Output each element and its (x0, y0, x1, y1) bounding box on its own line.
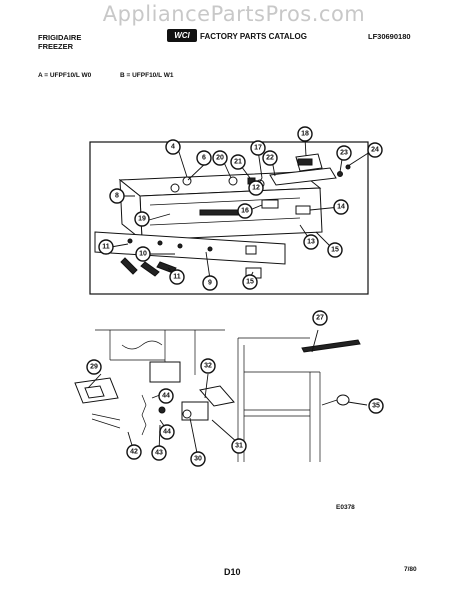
callout-30: 30 (190, 451, 206, 467)
model-a-label: A = UFPF10/L W0 (38, 72, 92, 79)
callout-16: 16 (237, 203, 253, 219)
svg-text:42: 42 (130, 449, 138, 456)
lower-left-assembly (74, 329, 235, 436)
part-14 (295, 205, 311, 215)
callout-35: 35 (368, 398, 384, 414)
figure-code: E0378 (336, 504, 355, 511)
svg-text:29: 29 (90, 364, 98, 371)
callout-15-bottom: 15 (242, 274, 258, 290)
callout-22: 22 (262, 150, 278, 166)
callout-4: 4 (165, 139, 181, 155)
callout-44-upper: 44 (158, 388, 174, 404)
callout-27: 27 (312, 310, 328, 326)
brand-line-2: FREEZER (38, 42, 74, 51)
callout-44-lower: 44 (159, 424, 175, 440)
svg-text:18: 18 (301, 131, 309, 138)
part-16 (261, 199, 279, 209)
svg-text:13: 13 (307, 239, 315, 246)
part-20 (228, 176, 238, 186)
leader-lines-top (110, 137, 374, 280)
model-b-label: B = UFPF10/L W1 (120, 72, 174, 79)
svg-text:8: 8 (115, 193, 119, 200)
svg-text:12: 12 (252, 185, 260, 192)
svg-text:16: 16 (241, 208, 249, 215)
callout-31: 31 (231, 438, 247, 454)
callout-11-bottom: 11 (169, 269, 185, 285)
svg-text:11: 11 (102, 244, 110, 251)
callout-17: 17 (250, 140, 266, 156)
svg-text:10: 10 (139, 251, 147, 258)
brand-line-1: FRIGIDAIRE (38, 33, 82, 42)
component-18 (269, 153, 351, 186)
callout-24: 24 (367, 142, 383, 158)
catalog-number: LF30690180 (368, 32, 411, 41)
svg-text:31: 31 (235, 443, 243, 450)
callout-23: 23 (336, 145, 352, 161)
part-35-knob (321, 394, 368, 406)
callout-11-left: 11 (98, 239, 114, 255)
callout-29: 29 (86, 359, 102, 375)
svg-text:24: 24 (371, 147, 379, 154)
logo-text: WCI (174, 31, 190, 40)
svg-text:15: 15 (246, 279, 254, 286)
svg-text:9: 9 (208, 280, 212, 287)
svg-text:30: 30 (194, 456, 202, 463)
svg-text:21: 21 (234, 159, 242, 166)
svg-text:15: 15 (331, 247, 339, 254)
svg-text:43: 43 (155, 450, 163, 457)
svg-text:11: 11 (173, 274, 181, 281)
panel-group-frame (89, 141, 369, 295)
callout-43: 43 (151, 445, 167, 461)
svg-text:6: 6 (202, 155, 206, 162)
svg-text:23: 23 (340, 150, 348, 157)
callout-20: 20 (212, 150, 228, 166)
control-knobs (120, 257, 177, 277)
svg-text:17: 17 (254, 145, 262, 152)
callout-21: 21 (230, 154, 246, 170)
callout-18: 18 (297, 126, 313, 142)
callout-15-right: 15 (327, 242, 343, 258)
svg-text:44: 44 (163, 429, 171, 436)
callout-8: 8 (109, 188, 125, 204)
callout-19: 19 (134, 211, 150, 227)
catalog-title: FACTORY PARTS CATALOG (200, 32, 307, 41)
svg-text:44: 44 (162, 393, 170, 400)
svg-text:32: 32 (204, 363, 212, 370)
part-27-rod (301, 329, 361, 353)
svg-text:20: 20 (216, 155, 224, 162)
callout-10: 10 (135, 246, 151, 262)
callout-14: 14 (333, 199, 349, 215)
date-code: 7/80 (404, 566, 417, 573)
page-code: D10 (224, 567, 241, 577)
callout-12-right: 13 (303, 234, 319, 250)
wci-logo: WCI (167, 29, 197, 42)
watermark: AppliancePartsPros.com (102, 2, 366, 26)
callout-42: 42 (126, 444, 142, 460)
svg-text:19: 19 (138, 216, 146, 223)
svg-text:27: 27 (316, 315, 324, 322)
svg-text:35: 35 (372, 403, 380, 410)
callout-6: 6 (196, 150, 212, 166)
svg-text:14: 14 (337, 204, 345, 211)
svg-text:4: 4 (171, 144, 175, 151)
freezer-side-panel (237, 337, 321, 462)
callout-32: 32 (200, 358, 216, 374)
front-control-panel (94, 231, 286, 265)
callout-12-top: 12 (248, 180, 264, 196)
svg-text:22: 22 (266, 155, 274, 162)
callout-9: 9 (202, 275, 218, 291)
